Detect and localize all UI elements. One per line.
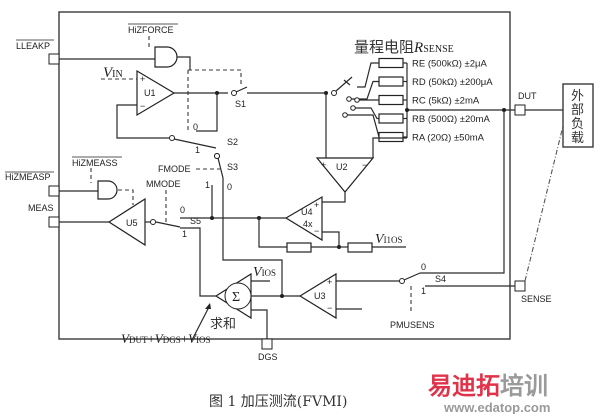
- switch-s2-label: S2: [227, 137, 238, 147]
- svg-text:−: −: [362, 160, 367, 170]
- vin-label: VIN: [103, 65, 123, 81]
- vi1os-label: VI1OS: [375, 232, 403, 247]
- amp-u3: [298, 272, 337, 320]
- pin-hizmeasp: HiZMEASP: [5, 171, 60, 197]
- resistor-bank: RE (500kΩ) ±2μA RD (50kΩ) ±200μA RC (5kΩ) …: [342, 57, 493, 144]
- pmusens-label: PMUSENS: [390, 320, 435, 330]
- svg-text:1: 1: [421, 286, 426, 296]
- amp-u1: [136, 69, 176, 117]
- external-load-char: 部: [571, 103, 584, 118]
- pin-dut-label: DUT: [518, 91, 537, 101]
- sum-expression: VDUT+VDGS+VIOS: [121, 331, 211, 346]
- svg-text:−: −: [140, 101, 145, 111]
- vios-label: VIOS: [253, 265, 276, 280]
- and-gate-hizmeass: [97, 180, 118, 200]
- sum-symbol: Σ: [232, 290, 240, 305]
- svg-text:0: 0: [227, 182, 232, 192]
- chip-boundary: [58, 11, 511, 340]
- svg-text:+: +: [140, 74, 145, 84]
- range-resistor-label: RC (5kΩ) ±2mA: [412, 96, 480, 107]
- and-gate-hizforce: [154, 46, 178, 68]
- range-resistor-label: RD (50kΩ) ±200μA: [412, 77, 493, 88]
- range-resistor-rb: RB (500Ω) ±20mA: [350, 105, 490, 125]
- external-load-char: 外: [571, 89, 584, 104]
- range-resistor-rc: RC (5kΩ) ±2mA: [354, 94, 480, 107]
- range-resistor-re: RE (500kΩ) ±2μA: [357, 57, 487, 88]
- rsense-title: 量程电阻RSENSE: [354, 38, 454, 56]
- pin-dgs: [261, 338, 273, 350]
- switch-s5-label: S5: [190, 216, 201, 226]
- pin-sense-label: SENSE: [521, 294, 552, 304]
- amp-u2-label: U2: [336, 162, 348, 172]
- watermark-title: 易迪拓培训: [428, 372, 548, 400]
- svg-text:1: 1: [182, 229, 187, 239]
- switch-s1-label: S1: [235, 99, 246, 109]
- pin-meas-label: MEAS: [28, 203, 54, 213]
- pin-sense: [514, 280, 526, 292]
- svg-text:1: 1: [205, 180, 210, 190]
- pin-dgs-label: DGS: [258, 352, 278, 362]
- amp-u2: [315, 157, 375, 193]
- pin-hizmeasp-label: HiZMEASP: [5, 172, 51, 182]
- svg-text:−: −: [327, 303, 332, 313]
- pin-dut: [514, 104, 526, 116]
- pin-lleakp: LLEAKP: [16, 39, 60, 65]
- svg-text:−: −: [314, 226, 319, 236]
- mmode-label: MMODE: [146, 179, 181, 189]
- range-resistor-label: RB (500Ω) ±20mA: [412, 114, 490, 125]
- svg-text:0: 0: [193, 122, 198, 132]
- svg-text:+: +: [327, 277, 332, 287]
- svg-text:1: 1: [195, 145, 200, 155]
- sum-label: 求和: [210, 317, 236, 332]
- switch-s3-label: S3: [227, 162, 238, 172]
- svg-text:+: +: [314, 200, 319, 210]
- external-load-char: 负: [571, 117, 584, 132]
- figure-caption: 图 1 加压测流(FVMI): [209, 394, 347, 410]
- range-resistor-label: RE (500kΩ) ±2μA: [412, 59, 487, 70]
- fmode-label: FMODE: [158, 164, 191, 174]
- amp-u1-label: U1: [144, 88, 156, 98]
- svg-text:0: 0: [180, 205, 185, 215]
- external-load-box: [562, 83, 594, 148]
- watermark-url: www.edatop.com: [443, 400, 550, 414]
- amp-u5-label: U5: [126, 218, 138, 228]
- amp-u3-label: U3: [314, 291, 326, 301]
- svg-text:+: +: [321, 160, 326, 170]
- range-resistor-ra: RA (20Ω) ±50mA: [342, 112, 485, 144]
- external-load-char: 载: [571, 131, 584, 146]
- range-resistor-label: RA (20Ω) ±50mA: [412, 133, 485, 144]
- amp-u4-label: U4: [301, 207, 313, 217]
- hizmeass-label: HiZMEASS: [72, 158, 118, 168]
- pin-lleakp-label: LLEAKP: [16, 41, 50, 51]
- hizforce-label: HiZFORCE: [128, 25, 174, 35]
- pin-meas: MEAS: [28, 203, 60, 228]
- amp-u4-gain: 4x: [303, 219, 313, 229]
- svg-text:0: 0: [421, 262, 426, 272]
- amp-u4: [284, 195, 323, 242]
- switch-s4-label: S4: [435, 274, 446, 284]
